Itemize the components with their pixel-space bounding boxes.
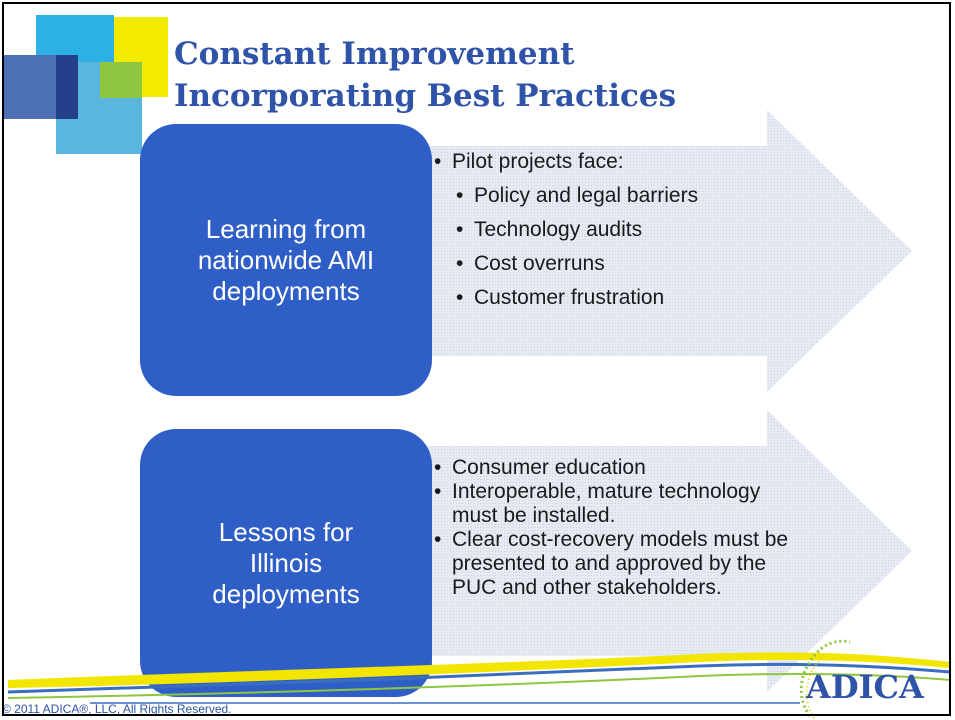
footer-swoosh <box>7 652 951 704</box>
title-line-2: Incorporating Best Practices <box>174 78 677 114</box>
bullet-item: Policy and legal barriers <box>430 184 790 208</box>
bullet-item: Interoperable, mature technology must be… <box>430 480 800 528</box>
bullet-item: Pilot projects face: <box>430 150 790 174</box>
bullet-item: Clear cost-recovery models must be prese… <box>430 528 800 600</box>
box2-line-2: Illinois <box>249 547 323 578</box>
box1-line-2: nationwide AMI <box>197 244 375 275</box>
copyright-text: © 2011 ADICA®, LLC, All Rights Reserved. <box>2 702 232 716</box>
decor-square-navy <box>56 55 78 119</box>
box1-line-3: deployments <box>212 275 360 306</box>
box-lessons: Lessons for Illinois deployments <box>140 429 432 697</box>
bullet-list-1: Pilot projects face: Policy and legal ba… <box>430 150 790 310</box>
slide-title: Constant Improvement Incorporating Best … <box>174 33 676 117</box>
logo-text: ADICA <box>806 668 924 706</box>
box-learning: Learning from nationwide AMI deployments <box>140 124 432 396</box>
box2-line-3: deployments <box>212 578 360 609</box>
arrow-shape-1 <box>420 110 912 392</box>
bullet-item: Cost overruns <box>430 252 790 276</box>
adica-logo: ADICA <box>806 668 924 706</box>
bullet-item: Consumer education <box>430 456 800 480</box>
decor-square-green <box>100 62 142 98</box>
bullet-item: Customer frustration <box>430 286 790 310</box>
bullet-item: Technology audits <box>430 218 790 242</box>
box2-line-1: Lessons for <box>218 516 354 547</box>
title-line-1: Constant Improvement <box>174 36 575 72</box>
bullet-list-2: Consumer education Interoperable, mature… <box>430 456 800 600</box>
box1-line-1: Learning from <box>205 213 367 244</box>
logo-arc-icon <box>799 639 851 719</box>
